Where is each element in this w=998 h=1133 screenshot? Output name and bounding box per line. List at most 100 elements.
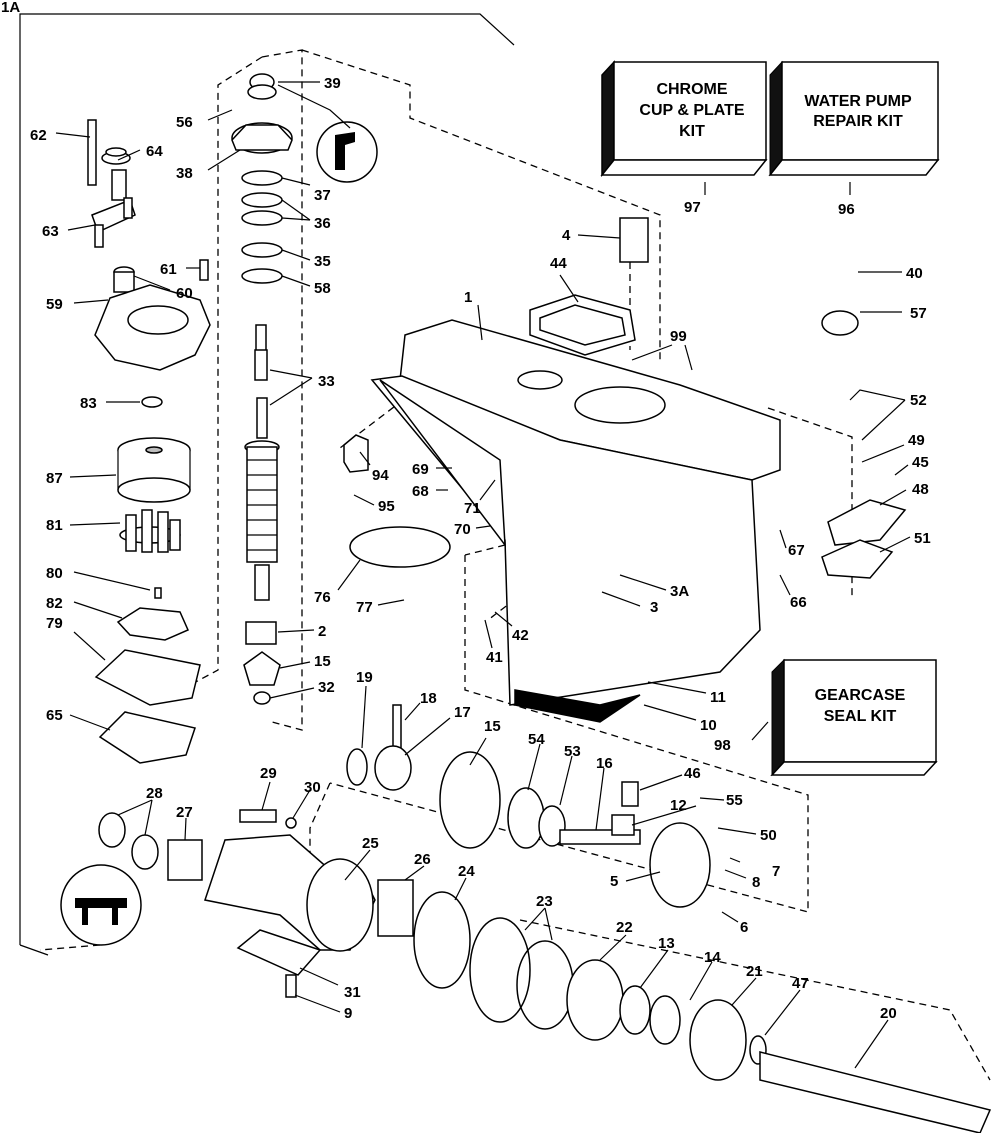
label-55: 55 bbox=[726, 792, 743, 809]
grommet-part bbox=[141, 396, 163, 408]
label-48: 48 bbox=[912, 481, 929, 498]
label-60: 60 bbox=[176, 285, 193, 302]
section-label: 1A bbox=[1, 0, 20, 16]
chrome-kit-line3: KIT bbox=[679, 123, 705, 140]
label-94: 94 bbox=[372, 467, 389, 484]
shift-rod-parts bbox=[87, 119, 136, 248]
label-28: 28 bbox=[146, 785, 163, 802]
label-76: 76 bbox=[314, 589, 331, 606]
label-50: 50 bbox=[760, 827, 777, 844]
gearcase-kit-line1: GEARCASE bbox=[815, 687, 906, 704]
label-64: 64 bbox=[146, 143, 163, 160]
label-32: 32 bbox=[318, 679, 335, 696]
label-15b: 15 bbox=[484, 718, 501, 735]
water-pump-kit-line2: REPAIR KIT bbox=[813, 113, 903, 130]
shift-part-57 bbox=[821, 310, 859, 336]
water-pump-housing bbox=[94, 259, 211, 371]
label-66: 66 bbox=[790, 594, 807, 611]
label-25: 25 bbox=[362, 835, 379, 852]
outer-frame bbox=[19, 13, 515, 945]
label-98: 98 bbox=[714, 737, 731, 754]
bearing-tool-icon bbox=[60, 864, 142, 946]
label-77: 77 bbox=[356, 599, 373, 616]
label-62: 62 bbox=[30, 127, 47, 144]
chrome-kit-box: CHROME CUP & PLATE KIT bbox=[600, 60, 768, 178]
label-42: 42 bbox=[512, 627, 529, 644]
label-15a: 15 bbox=[314, 653, 331, 670]
label-80: 80 bbox=[46, 565, 63, 582]
impeller bbox=[119, 509, 181, 553]
label-17: 17 bbox=[454, 704, 471, 721]
label-4: 4 bbox=[562, 227, 571, 244]
gearcase-housing bbox=[370, 217, 781, 723]
gasket-82 bbox=[116, 607, 189, 641]
cover-48 bbox=[827, 499, 907, 546]
label-20: 20 bbox=[880, 1005, 897, 1022]
label-61: 61 bbox=[160, 261, 177, 278]
label-21: 21 bbox=[746, 963, 763, 980]
label-36: 36 bbox=[314, 215, 331, 232]
label-3: 3 bbox=[650, 599, 658, 616]
plate-79 bbox=[94, 649, 201, 706]
label-37: 37 bbox=[314, 187, 331, 204]
label-59: 59 bbox=[46, 296, 63, 313]
label-38: 38 bbox=[176, 165, 193, 182]
label-67: 67 bbox=[788, 542, 805, 559]
label-69: 69 bbox=[412, 461, 429, 478]
label-79: 79 bbox=[46, 615, 63, 632]
label-47: 47 bbox=[792, 975, 809, 992]
label-18: 18 bbox=[420, 690, 437, 707]
water-pump-kit-box: WATER PUMP REPAIR KIT bbox=[768, 60, 940, 177]
label-54: 54 bbox=[528, 731, 545, 748]
label-29: 29 bbox=[260, 765, 277, 782]
label-5: 5 bbox=[610, 873, 618, 890]
label-99: 99 bbox=[670, 328, 687, 345]
label-57: 57 bbox=[910, 305, 927, 322]
label-39: 39 bbox=[324, 75, 341, 92]
part-number-labels: 39 56 62 64 38 37 36 63 35 61 60 58 59 3… bbox=[30, 75, 931, 1022]
label-13: 13 bbox=[658, 935, 675, 952]
label-30: 30 bbox=[304, 779, 321, 796]
anti-seize-icon bbox=[316, 121, 378, 183]
label-53: 53 bbox=[564, 743, 581, 760]
label-9: 9 bbox=[344, 1005, 352, 1022]
driveshaft-stack bbox=[231, 73, 293, 705]
label-65: 65 bbox=[46, 707, 63, 724]
label-40: 40 bbox=[906, 265, 923, 282]
label-46: 46 bbox=[684, 765, 701, 782]
label-49: 49 bbox=[908, 432, 925, 449]
chrome-kit-line1: CHROME bbox=[656, 81, 727, 98]
label-83: 83 bbox=[80, 395, 97, 412]
label-12: 12 bbox=[670, 797, 687, 814]
label-3a: 3A bbox=[670, 583, 689, 600]
label-1: 1 bbox=[464, 289, 472, 306]
chrome-kit-line2: CUP & PLATE bbox=[639, 102, 745, 119]
label-10: 10 bbox=[700, 717, 717, 734]
gearcase-group-outline bbox=[301, 49, 661, 360]
label-2: 2 bbox=[318, 623, 326, 640]
label-31: 31 bbox=[344, 984, 361, 1001]
water-pump-kit-line1: WATER PUMP bbox=[804, 93, 912, 110]
label-7: 7 bbox=[772, 863, 780, 880]
gasket-51 bbox=[821, 539, 894, 579]
label-19: 19 bbox=[356, 669, 373, 686]
label-23: 23 bbox=[536, 893, 553, 910]
gearcase-kit-line2: SEAL KIT bbox=[824, 708, 897, 725]
leader-lines bbox=[55, 81, 911, 1069]
label-82: 82 bbox=[46, 595, 63, 612]
label-52: 52 bbox=[910, 392, 927, 409]
label-24: 24 bbox=[458, 863, 475, 880]
label-45: 45 bbox=[912, 454, 929, 471]
water-pump-group-outline bbox=[189, 56, 263, 686]
gasket-65 bbox=[98, 711, 196, 764]
label-27: 27 bbox=[176, 804, 193, 821]
label-8: 8 bbox=[752, 874, 760, 891]
bearing-housing bbox=[98, 809, 376, 998]
label-6: 6 bbox=[740, 919, 748, 936]
label-58: 58 bbox=[314, 280, 331, 297]
impeller-key bbox=[154, 587, 162, 599]
label-96: 96 bbox=[838, 201, 855, 218]
label-11: 11 bbox=[710, 689, 726, 706]
